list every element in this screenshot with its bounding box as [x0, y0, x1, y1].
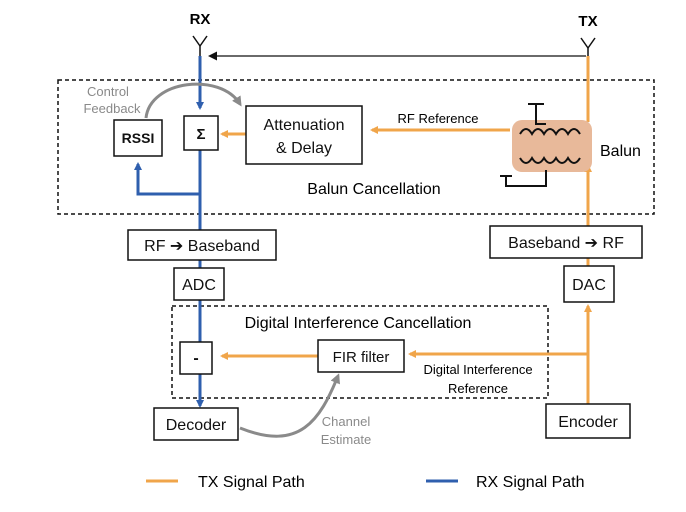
- rssi-label: RSSI: [122, 130, 155, 146]
- fir-filter-label: FIR filter: [333, 349, 390, 366]
- attenuation-label-1: Attenuation: [264, 117, 345, 134]
- fir-filter-box: [317, 339, 405, 373]
- encoder-label: Encoder: [558, 414, 618, 431]
- tx-antenna-icon: [580, 37, 596, 58]
- minus-box: [179, 341, 213, 375]
- balun-cancellation-group: [57, 79, 655, 215]
- minus-label: -: [193, 350, 198, 367]
- tx-signal-path: [220, 56, 592, 404]
- legend-rx-label: RX Signal Path: [476, 474, 585, 491]
- dac-box: [563, 265, 615, 303]
- baseband-to-rf-label: Baseband ➔ RF: [508, 235, 624, 252]
- sum-box: [183, 115, 219, 151]
- balun-cancellation-label: Balun Cancellation: [307, 181, 440, 198]
- balun-label: Balun: [600, 143, 641, 160]
- balun-icon: [500, 103, 592, 187]
- adc-box: [173, 267, 225, 301]
- digital-cancellation-group: [171, 305, 549, 399]
- rx-signal-path: [134, 56, 204, 408]
- decoder-label: Decoder: [166, 417, 227, 434]
- adc-label: ADC: [182, 277, 216, 294]
- rssi-box: [113, 119, 163, 157]
- digital-reference-label-2: Reference: [448, 381, 508, 396]
- decoder-box: [153, 407, 239, 441]
- rx-label: RX: [190, 11, 211, 28]
- rf-to-baseband-box: [127, 229, 277, 261]
- channel-estimate-label-2: Estimate: [321, 432, 372, 447]
- attenuation-delay-box: [245, 105, 363, 165]
- control-feedback-arrow: [144, 82, 242, 119]
- rf-reference-label: RF Reference: [398, 111, 479, 126]
- digital-cancellation-label: Digital Interference Cancellation: [245, 315, 472, 332]
- attenuation-label-2: & Delay: [276, 140, 332, 157]
- digital-reference-label-1: Digital Interference: [423, 362, 532, 377]
- sum-label: Σ: [196, 126, 205, 143]
- encoder-box: [545, 403, 631, 439]
- control-feedback-label-2: Feedback: [83, 101, 141, 116]
- control-feedback-label-1: Control: [87, 84, 129, 99]
- dac-label: DAC: [572, 277, 606, 294]
- baseband-to-rf-box: [489, 225, 643, 259]
- rf-to-baseband-label: RF ➔ Baseband: [144, 238, 260, 255]
- channel-estimate-label-1: Channel: [322, 414, 371, 429]
- legend-tx-label: TX Signal Path: [198, 474, 305, 491]
- rx-antenna-icon: [192, 35, 208, 56]
- channel-estimate-arrow: [239, 373, 340, 438]
- tx-label: TX: [578, 13, 597, 30]
